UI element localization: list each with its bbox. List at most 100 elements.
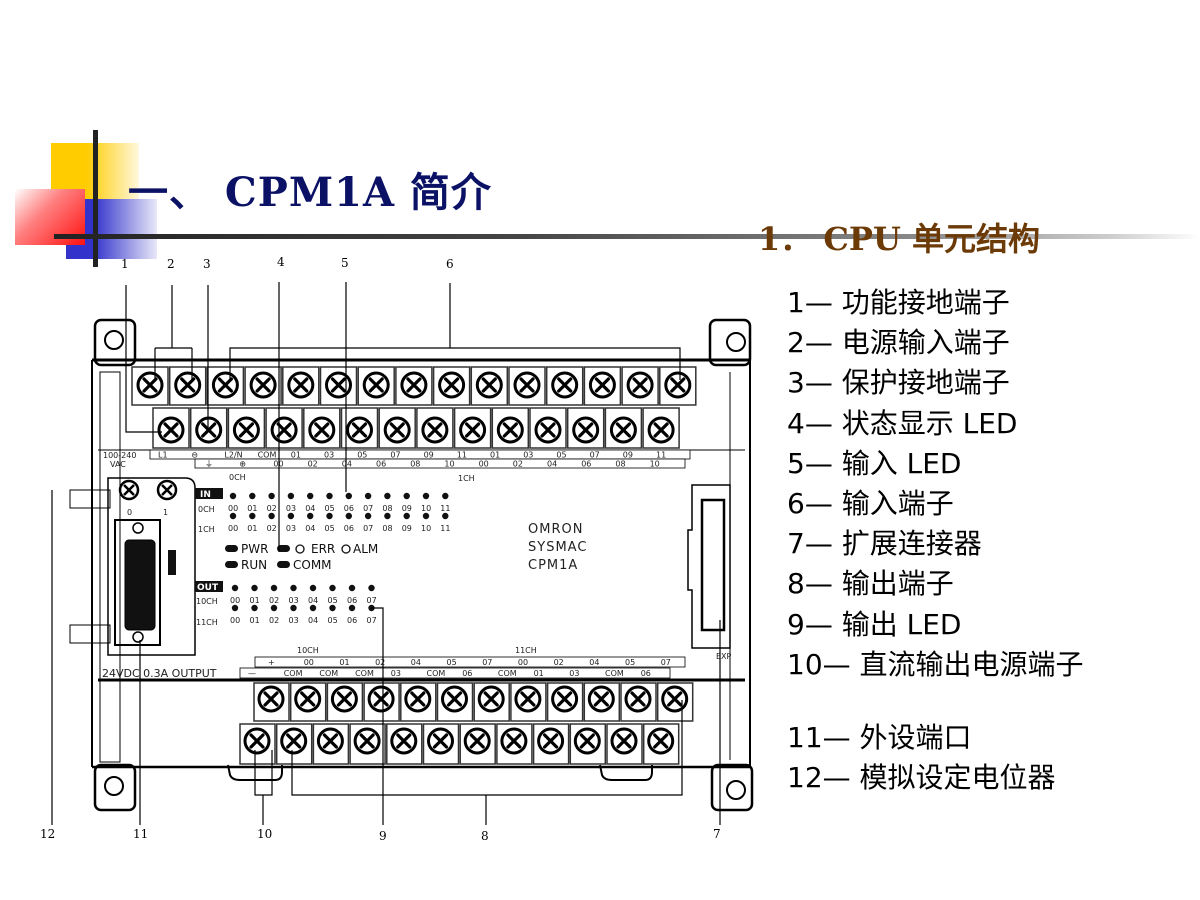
screw-cross	[481, 377, 497, 393]
screw-cross	[670, 377, 686, 393]
analog-pot-0[interactable]	[118, 479, 140, 501]
terminal-screw[interactable]	[157, 416, 185, 444]
input-led-label: 00	[228, 504, 238, 513]
terminal-screw[interactable]	[537, 727, 565, 755]
terminal-screw[interactable]	[390, 727, 418, 755]
terminal-label: 09	[424, 451, 434, 460]
out-channel-10: 10CH	[297, 646, 319, 655]
terminal-screw[interactable]	[211, 371, 239, 399]
terminal-screw[interactable]	[624, 685, 652, 713]
terminal-label: 04	[342, 460, 352, 469]
terminal-screw[interactable]	[325, 371, 352, 399]
terminal-screw[interactable]	[421, 416, 449, 444]
terminal-screw[interactable]	[294, 685, 322, 713]
terminal-screw[interactable]	[195, 416, 223, 444]
terminal-screw[interactable]	[257, 685, 285, 713]
input-led-label: 07	[363, 504, 373, 513]
terminal-screw[interactable]	[475, 371, 503, 399]
screw-cross	[163, 422, 179, 438]
mount-tab-top-left	[93, 318, 137, 367]
callout-number: 10	[257, 827, 272, 841]
input-led-label: 07	[363, 524, 373, 533]
terminal-screw[interactable]	[477, 685, 505, 713]
terminal-screw[interactable]	[647, 416, 675, 444]
terminal-label: +	[268, 658, 275, 667]
terminal-screw[interactable]	[573, 727, 601, 755]
terminal-screw[interactable]	[587, 685, 615, 713]
terminal-screw[interactable]	[513, 371, 541, 399]
terminal-screw[interactable]	[496, 416, 524, 444]
input-led	[268, 492, 275, 500]
terminal-screw[interactable]	[647, 727, 675, 755]
legend-item: 9— 输出 LED	[787, 607, 962, 641]
terminal-label: 04	[589, 658, 599, 667]
terminal-screw[interactable]	[174, 371, 202, 399]
terminal-screw[interactable]	[400, 371, 428, 399]
terminal-screw[interactable]	[287, 371, 315, 399]
input-led	[287, 492, 295, 500]
legend-item: 7— 扩展连接器	[787, 527, 982, 561]
output-led	[368, 584, 375, 592]
terminal-screw[interactable]	[308, 416, 336, 444]
terminal-screw[interactable]	[362, 371, 390, 399]
input-led	[229, 492, 237, 500]
out-row-label: 10CH	[196, 597, 218, 606]
terminal-screw[interactable]	[316, 727, 344, 755]
terminal-screw[interactable]	[438, 371, 466, 399]
terminal-label: 07	[390, 451, 400, 460]
terminal-screw[interactable]	[136, 371, 164, 399]
terminal-screw[interactable]	[441, 685, 468, 713]
in-row-label: 0CH	[198, 505, 215, 514]
input-led-label: 04	[305, 504, 315, 513]
terminal-screw[interactable]	[353, 727, 381, 755]
terminal-screw[interactable]	[534, 416, 562, 444]
terminal-label: 05	[556, 451, 566, 460]
terminal-label: 02	[513, 460, 523, 469]
terminal-label: 07	[482, 658, 492, 667]
screw-cross	[653, 733, 669, 749]
screw-cross	[286, 733, 302, 749]
terminal-screw[interactable]	[346, 416, 373, 444]
terminal-screw[interactable]	[404, 685, 432, 713]
terminal-screw[interactable]	[232, 416, 260, 444]
terminal-screw[interactable]	[551, 685, 579, 713]
terminal-screw[interactable]	[588, 371, 616, 399]
terminal-screw[interactable]	[500, 727, 528, 755]
screw-cross	[406, 377, 422, 393]
terminal-screw[interactable]	[626, 371, 654, 399]
terminal-screw[interactable]	[572, 416, 600, 444]
terminal-screw[interactable]	[610, 727, 638, 755]
terminal-screw[interactable]	[514, 685, 542, 713]
screw-cross	[427, 422, 443, 438]
terminal-screw[interactable]	[330, 685, 358, 713]
terminal-screw[interactable]	[427, 727, 454, 755]
terminal-label: 11	[656, 451, 666, 460]
terminal-screw[interactable]	[383, 416, 411, 444]
terminal-screw[interactable]	[270, 416, 298, 444]
terminal-screw[interactable]	[249, 371, 277, 399]
terminal-screw[interactable]	[367, 685, 395, 713]
terminal-label: 07	[590, 451, 600, 460]
pot-label: 0	[127, 508, 132, 517]
terminal-screw[interactable]	[661, 685, 689, 713]
input-led-label: 05	[325, 504, 335, 513]
out-badge-bg	[195, 581, 223, 592]
output-led-label: 06	[347, 616, 357, 625]
legend-item: 10— 直流输出电源端子	[787, 647, 1084, 681]
screw-cross	[142, 377, 158, 393]
terminal-screw[interactable]	[609, 416, 637, 444]
terminal-screw[interactable]	[280, 727, 308, 755]
terminal-screw[interactable]	[243, 727, 271, 755]
terminal-screw[interactable]	[459, 416, 487, 444]
screw-cross	[469, 733, 485, 749]
terminal-screw[interactable]	[551, 371, 579, 399]
screw-cross	[389, 422, 405, 438]
terminal-screw[interactable]	[463, 727, 491, 755]
terminal-label: 01	[291, 451, 301, 460]
analog-pot-1[interactable]	[156, 479, 178, 501]
input-led-label: 03	[286, 504, 296, 513]
screw-cross	[520, 691, 536, 707]
terminal-screw[interactable]	[664, 371, 692, 399]
screw-cross	[465, 422, 481, 438]
input-led-label: 11	[440, 504, 450, 513]
